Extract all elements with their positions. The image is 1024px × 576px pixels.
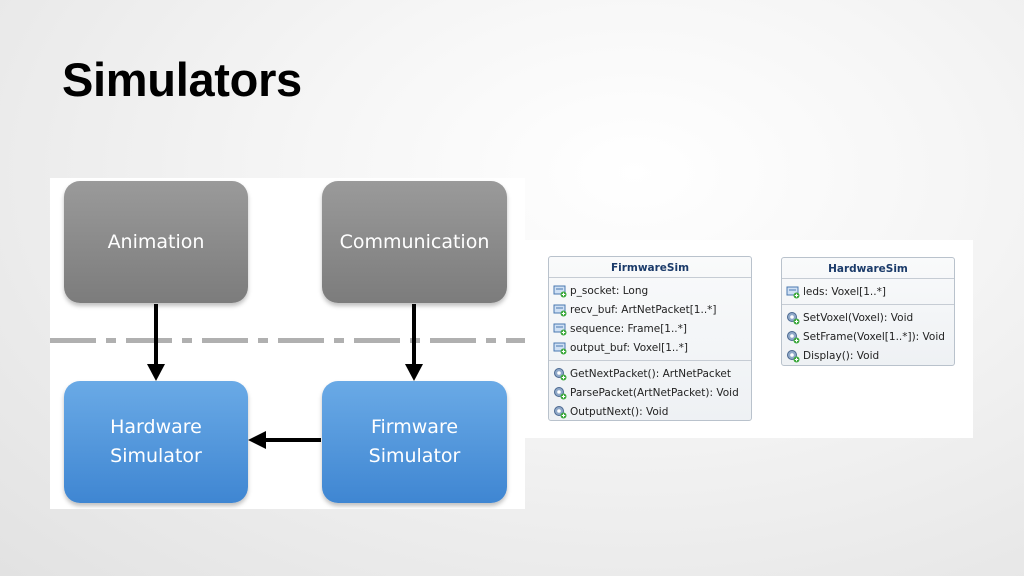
method-text: ParsePacket(ArtNetPacket): Void: [570, 386, 739, 399]
arrowhead-hardware-side: [248, 431, 266, 449]
field-icon: [553, 323, 567, 335]
method-icon: [554, 367, 567, 380]
method-icon: [554, 405, 567, 418]
uml-class-firmwaresim: FirmwareSim p_socket: Long recv_buf: Art…: [548, 256, 752, 421]
method-text: SetFrame(Voxel[1..*]): Void: [803, 330, 945, 343]
attribute-text: output_buf: Voxel[1..*]: [570, 341, 688, 354]
field-icon: [553, 285, 567, 297]
methods-section: GetNextPacket(): ArtNetPacket ParsePacke…: [549, 360, 751, 424]
method-row: Display(): Void: [786, 346, 954, 365]
attribute-row: leds: Voxel[1..*]: [786, 282, 954, 301]
method-row: ParsePacket(ArtNetPacket): Void: [553, 383, 751, 402]
attribute-text: p_socket: Long: [570, 284, 649, 297]
uml-class-hardwaresim: HardwareSim leds: Voxel[1..*] SetVoxel(V…: [781, 257, 955, 366]
slide-title: Simulators: [62, 53, 302, 106]
layer-separator-line: [50, 338, 525, 343]
attribute-row: recv_buf: ArtNetPacket[1..*]: [553, 300, 751, 319]
communication-label: Communication: [339, 230, 490, 253]
attribute-text: sequence: Frame[1..*]: [570, 322, 687, 335]
method-row: SetFrame(Voxel[1..*]): Void: [786, 327, 954, 346]
method-row: OutputNext(): Void: [553, 402, 751, 421]
class-name: FirmwareSim: [549, 257, 751, 278]
animation-box: Animation: [64, 181, 248, 303]
communication-box: Communication: [322, 181, 507, 303]
method-text: SetVoxel(Voxel): Void: [803, 311, 914, 324]
uml-class-panel: FirmwareSim p_socket: Long recv_buf: Art…: [525, 240, 973, 438]
method-text: Display(): Void: [803, 349, 880, 362]
firmware-simulator-box: Firmware Simulator: [322, 381, 507, 503]
arrowhead-firmware-top: [405, 364, 423, 381]
field-icon: [786, 286, 800, 298]
field-icon: [553, 304, 567, 316]
class-name: HardwareSim: [782, 258, 954, 279]
firmware-label-line1: Firmware: [370, 416, 459, 438]
methods-section: SetVoxel(Voxel): Void SetFrame(Voxel[1..…: [782, 304, 954, 368]
attribute-row: sequence: Frame[1..*]: [553, 319, 751, 338]
method-icon: [787, 311, 800, 324]
attribute-row: p_socket: Long: [553, 281, 751, 300]
field-icon: [553, 342, 567, 354]
animation-label: Animation: [107, 230, 205, 253]
method-text: GetNextPacket(): ArtNetPacket: [570, 367, 731, 380]
hardware-simulator-box: Hardware Simulator: [64, 381, 248, 503]
hardware-label-line2: Simulator: [110, 445, 202, 467]
flow-diagram: Animation Communication Hardware Simulat…: [50, 178, 525, 509]
method-icon: [787, 330, 800, 343]
method-text: OutputNext(): Void: [570, 405, 669, 418]
method-icon: [554, 386, 567, 399]
attribute-text: recv_buf: ArtNetPacket[1..*]: [570, 303, 717, 316]
attributes-section: leds: Voxel[1..*]: [782, 279, 954, 304]
attributes-section: p_socket: Long recv_buf: ArtNetPacket[1.…: [549, 278, 751, 360]
attribute-text: leds: Voxel[1..*]: [803, 285, 886, 298]
attribute-row: output_buf: Voxel[1..*]: [553, 338, 751, 357]
arrowhead-hardware-top: [147, 364, 165, 381]
method-icon: [787, 349, 800, 362]
hardware-label-line1: Hardware: [110, 416, 202, 438]
method-row: SetVoxel(Voxel): Void: [786, 308, 954, 327]
method-row: GetNextPacket(): ArtNetPacket: [553, 364, 751, 383]
firmware-label-line2: Simulator: [368, 445, 461, 467]
flow-arrows: [147, 304, 423, 449]
